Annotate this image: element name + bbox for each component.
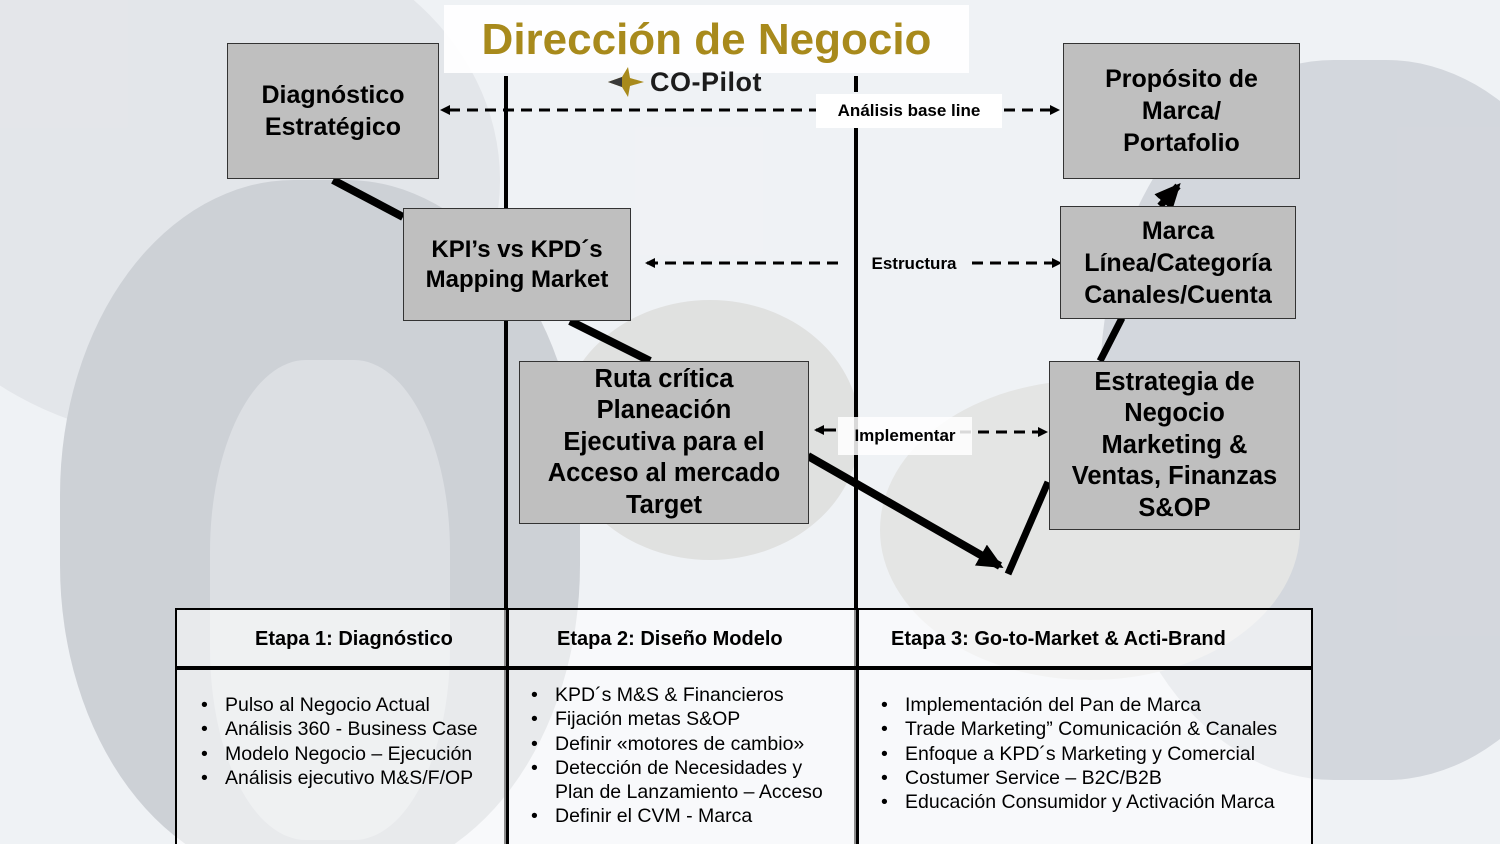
list-item: KPD´s M&S & Financieros <box>531 683 823 708</box>
stage-header-rule <box>177 666 1311 670</box>
box-diagnostico: Diagnóstico Estratégico <box>227 43 439 179</box>
label-analisis-text: Análisis base line <box>837 101 981 120</box>
box-diagnostico-label: Diagnóstico Estratégico <box>261 81 405 141</box>
list-item: Detección de Necesidades y Plan de Lanza… <box>531 756 823 805</box>
label-estructura: Estructura <box>858 250 970 278</box>
list-item: Trade Marketing” Comunicación & Canales <box>881 717 1277 742</box>
flow-line-bottom-estrategia <box>1004 480 1052 576</box>
stages-table: Etapa 1: Diagnóstico Etapa 2: Diseño Mod… <box>175 608 1313 844</box>
label-analisis: Análisis base line <box>816 94 1002 128</box>
list-item: Educación Consumidor y Activación Marca <box>881 790 1277 815</box>
flow-line-marca-proposito <box>1154 183 1181 211</box>
page-title: Dirección de Negocio <box>481 15 932 64</box>
box-proposito-label: Propósito de Marca/ Portafolio <box>1105 65 1258 157</box>
label-implementar: Implementar <box>838 417 972 455</box>
box-estrategia-label: Estrategia de Negocio Marketing & Ventas… <box>1071 367 1278 522</box>
label-implementar-text: Implementar <box>854 426 956 445</box>
flow-line-estrategia-marca <box>1096 316 1126 363</box>
list-item: Fijación metas S&OP <box>531 707 823 732</box>
stage-2-list: KPD´s M&S & Financieros Fijación metas S… <box>531 683 823 829</box>
flow-line-ruta-bottom <box>806 452 1004 570</box>
box-marca: Marca Línea/Categoría Canales/Cuenta <box>1060 206 1296 319</box>
list-item: Análisis 360 - Business Case <box>201 717 478 742</box>
flow-line-kpi-ruta <box>568 317 652 365</box>
box-estrategia: Estrategia de Negocio Marketing & Ventas… <box>1049 361 1300 530</box>
list-item: Pulso al Negocio Actual <box>201 693 478 718</box>
box-kpi-label: KPI’s vs KPD´s Mapping Market <box>425 235 609 293</box>
list-item: Costumer Service – B2C/B2B <box>881 766 1277 791</box>
list-item: Definir el CVM - Marca <box>531 804 823 829</box>
stage-1-list: Pulso al Negocio Actual Análisis 360 - B… <box>201 693 478 790</box>
box-kpi: KPI’s vs KPD´s Mapping Market <box>403 208 631 321</box>
list-item: Modelo Negocio – Ejecución <box>201 742 478 767</box>
stage-divider-2 <box>856 610 859 844</box>
arrow-star-logo-icon <box>608 67 644 97</box>
list-item: Análisis ejecutivo M&S/F/OP <box>201 766 478 791</box>
box-marca-label: Marca Línea/Categoría Canales/Cuenta <box>1084 216 1272 309</box>
copilot-logo: CO-Pilot <box>606 64 776 100</box>
title-banner: Dirección de Negocio <box>444 5 969 73</box>
stage-1-header: Etapa 1: Diagnóstico <box>255 627 453 650</box>
label-estructura-text: Estructura <box>871 254 957 273</box>
flow-line-diag-kpi <box>331 176 405 221</box>
stage-2-header: Etapa 2: Diseño Modelo <box>557 627 783 650</box>
box-ruta: Ruta crítica Planeación Ejecutiva para e… <box>519 361 809 524</box>
list-item: Implementación del Pan de Marca <box>881 693 1277 718</box>
stage-divider-1 <box>506 610 509 844</box>
stage-3-list: Implementación del Pan de Marca Trade Ma… <box>881 693 1277 815</box>
list-item: Definir «motores de cambio» <box>531 732 823 757</box>
box-ruta-label: Ruta crítica Planeación Ejecutiva para e… <box>547 364 781 519</box>
stage-3-header: Etapa 3: Go-to-Market & Acti-Brand <box>891 627 1226 650</box>
list-item: Enfoque a KPD´s Marketing y Comercial <box>881 742 1277 767</box>
logo-text: CO-Pilot <box>650 66 762 97</box>
box-proposito: Propósito de Marca/ Portafolio <box>1063 43 1300 179</box>
